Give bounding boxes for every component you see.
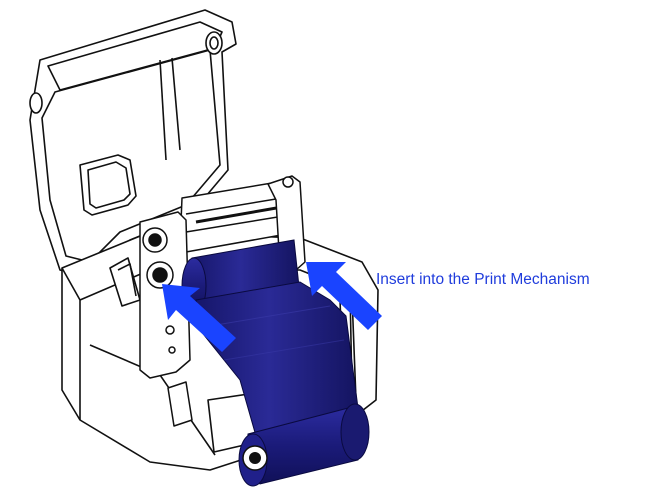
arrow-left [162,284,236,352]
ink-ribbon [181,239,370,487]
right-bracket [267,175,306,271]
insert-arrows [162,262,382,352]
arrow-right [306,262,382,330]
lid-latch [29,92,43,114]
lid-window [79,154,137,216]
callout-label: Insert into the Print Mechanism [376,271,590,288]
